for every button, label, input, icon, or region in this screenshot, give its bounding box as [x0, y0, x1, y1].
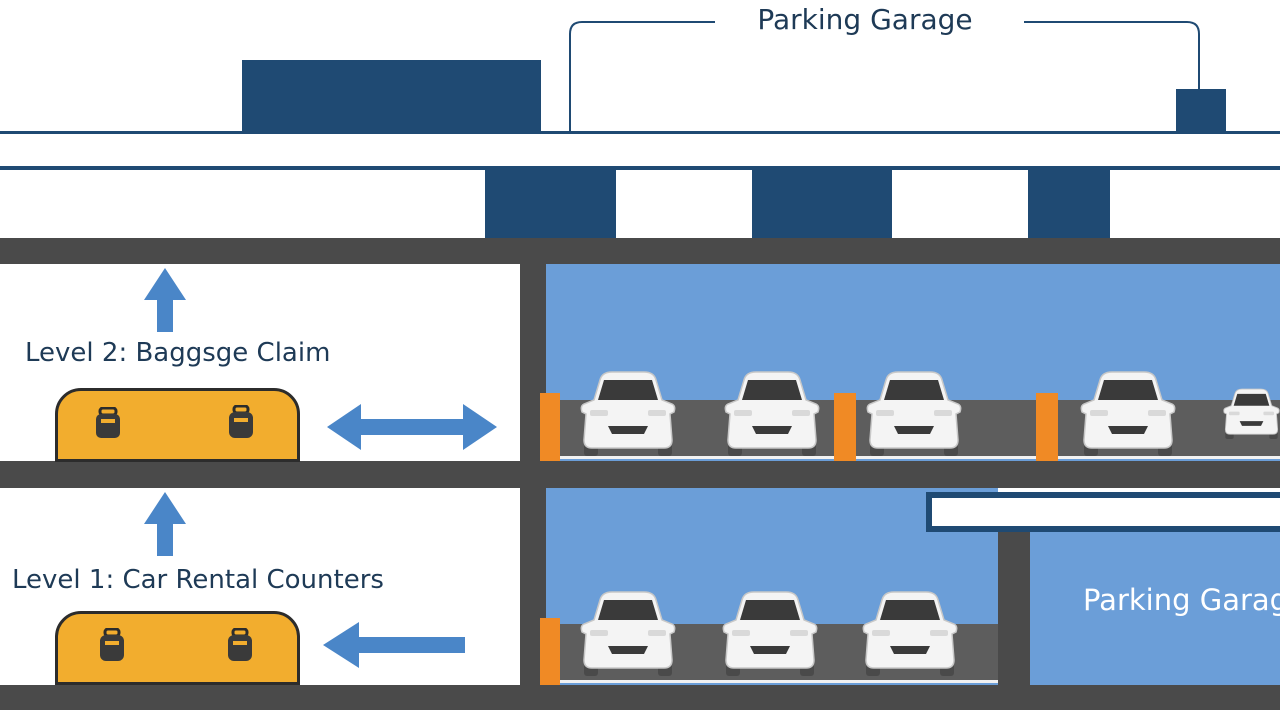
upper-deck-line	[0, 166, 1280, 170]
up-arrow-icon	[144, 268, 186, 332]
luggage-icon	[100, 628, 124, 661]
baggage-carousel-level-1	[55, 611, 300, 685]
car-icon	[722, 591, 818, 677]
car-icon	[866, 371, 962, 457]
garage-entry-bar	[932, 498, 1280, 526]
luggage-icon	[229, 405, 253, 438]
garage-sign-text: Parking Garage	[1083, 583, 1280, 617]
floor-slab-bottom	[0, 685, 1280, 710]
divider-wall	[520, 264, 546, 685]
level-1-label: Level 1: Car Rental Counters	[12, 565, 384, 595]
bollard	[540, 618, 560, 685]
bollard	[834, 393, 856, 461]
deck-pillar-3	[1028, 170, 1110, 240]
rooftop-block-right	[1176, 89, 1226, 134]
rooftop-block-left	[242, 60, 541, 134]
car-icon	[862, 591, 958, 677]
car-icon	[1080, 371, 1176, 457]
car-icon	[580, 591, 676, 677]
diagram-title: Parking Garage	[757, 3, 973, 36]
deck-pillar-2	[752, 170, 892, 240]
luggage-icon	[96, 407, 120, 438]
car-icon	[580, 371, 676, 457]
deck-pillar-1	[485, 170, 616, 240]
lane-line-level-2	[560, 456, 1280, 459]
garage-inner-wall	[998, 530, 1030, 685]
title-bracket	[569, 21, 1200, 131]
roof-line	[0, 131, 1280, 134]
luggage-icon	[228, 628, 252, 661]
garage-sign-panel	[1030, 530, 1280, 685]
double-arrow-icon	[327, 404, 497, 450]
bollard	[1036, 393, 1058, 461]
baggage-carousel-level-2	[55, 388, 300, 462]
floor-slab-middle	[0, 461, 1280, 488]
left-arrow-icon	[323, 622, 465, 668]
car-icon	[724, 371, 820, 457]
car-icon	[1223, 388, 1280, 440]
floor-slab-top	[0, 238, 1280, 264]
up-arrow-icon	[144, 492, 186, 556]
bollard	[540, 393, 560, 461]
lane-line-level-1	[560, 680, 998, 683]
level-2-label: Level 2: Baggsge Claim	[25, 338, 331, 368]
